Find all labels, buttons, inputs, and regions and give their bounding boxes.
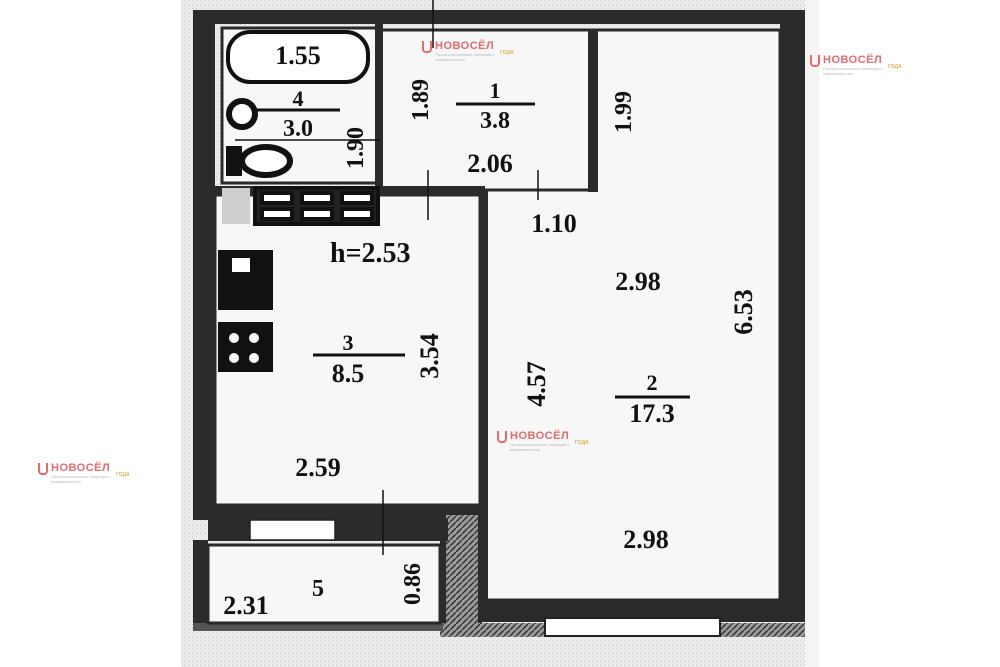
watermark-brand: НОВОСЁЛ xyxy=(51,462,111,474)
room-4-number: 4 xyxy=(293,86,304,111)
door-ticks xyxy=(235,0,539,555)
stove-icon xyxy=(218,322,273,372)
dim-kitchen-width: 2.59 xyxy=(295,453,341,482)
watermark-tagline: Профессиональные операции с недвижимость… xyxy=(51,474,111,484)
kitchen-sink-icon xyxy=(218,250,273,310)
watermark-award: ГОДА xyxy=(500,50,514,56)
storage-shelves xyxy=(253,186,380,226)
dim-balcony-length: 2.31 xyxy=(223,591,269,620)
watermark-brand: НОВОСЁЛ xyxy=(510,430,570,442)
room-2-number: 2 xyxy=(647,370,658,395)
house-logo-icon xyxy=(38,463,48,475)
watermark-left: НОВОСЁЛ Профессиональные операции с недв… xyxy=(38,462,130,484)
room-5-floor xyxy=(206,543,442,625)
watermark-brand: НОВОСЁЛ xyxy=(435,40,495,52)
toilet-icon xyxy=(226,144,293,178)
balcony-door xyxy=(249,519,336,541)
dim-room-2-length: 6.53 xyxy=(729,289,758,335)
watermark-tagline: Профессиональные операции с недвижимость… xyxy=(435,52,495,62)
watermark-brand: НОВОСЁЛ xyxy=(823,54,883,66)
house-logo-icon xyxy=(810,55,820,67)
watermark-top-right: НОВОСЁЛ Профессиональные операции с недв… xyxy=(810,54,902,76)
watermark-award: ГОДА xyxy=(575,440,589,446)
watermark-tagline: Профессиональные операции с недвижимость… xyxy=(823,66,883,76)
dim-bathtub-length: 1.55 xyxy=(275,41,321,70)
dim-room-1-width: 2.06 xyxy=(467,149,513,178)
window-opening xyxy=(544,617,721,637)
dim-balcony-depth: 0.86 xyxy=(400,563,426,605)
watermark-award: ГОДА xyxy=(116,472,130,478)
room-1-area: 3.8 xyxy=(480,108,510,134)
room-1-number: 1 xyxy=(490,78,501,103)
outer-wall-hatch xyxy=(446,515,478,623)
room-3-number: 3 xyxy=(343,330,354,355)
room-4-area: 3.0 xyxy=(283,116,313,142)
dim-room-1-height-left: 1.89 xyxy=(408,79,434,121)
bathroom-sink-icon xyxy=(226,98,258,130)
neighbor-strip-right xyxy=(805,0,819,667)
dim-room-1-height-right: 1.99 xyxy=(611,91,637,133)
dim-kitchen-height: 3.54 xyxy=(415,333,444,379)
room-1-floor xyxy=(378,28,592,192)
entry-niche xyxy=(222,188,250,224)
dim-passage-width: 1.10 xyxy=(531,209,577,238)
dim-bathroom-height: 1.90 xyxy=(343,127,369,169)
house-logo-icon xyxy=(497,431,507,443)
bathtub-icon xyxy=(226,30,370,84)
house-logo-icon xyxy=(422,41,432,53)
watermark-top-center: НОВОСЁЛ Профессиональные операции с недв… xyxy=(422,40,514,62)
room-3-area: 8.5 xyxy=(332,359,365,388)
dim-room-2-height-inner: 4.57 xyxy=(522,361,551,407)
watermark-award: ГОДА xyxy=(888,64,902,70)
dim-room-2-width-bottom: 2.98 xyxy=(623,525,669,554)
balcony-parapet xyxy=(193,623,443,631)
watermark-center: НОВОСЁЛ Профессиональные операции с недв… xyxy=(497,430,589,452)
room-5-number: 5 xyxy=(312,576,324,602)
ceiling-height-label: h=2.53 xyxy=(330,238,411,269)
watermark-tagline: Профессиональные операции с недвижимость… xyxy=(510,442,570,452)
room-fraction-bars xyxy=(256,102,690,399)
room-2-area: 17.3 xyxy=(629,399,675,428)
dim-room-2-width-top: 2.98 xyxy=(615,267,661,296)
